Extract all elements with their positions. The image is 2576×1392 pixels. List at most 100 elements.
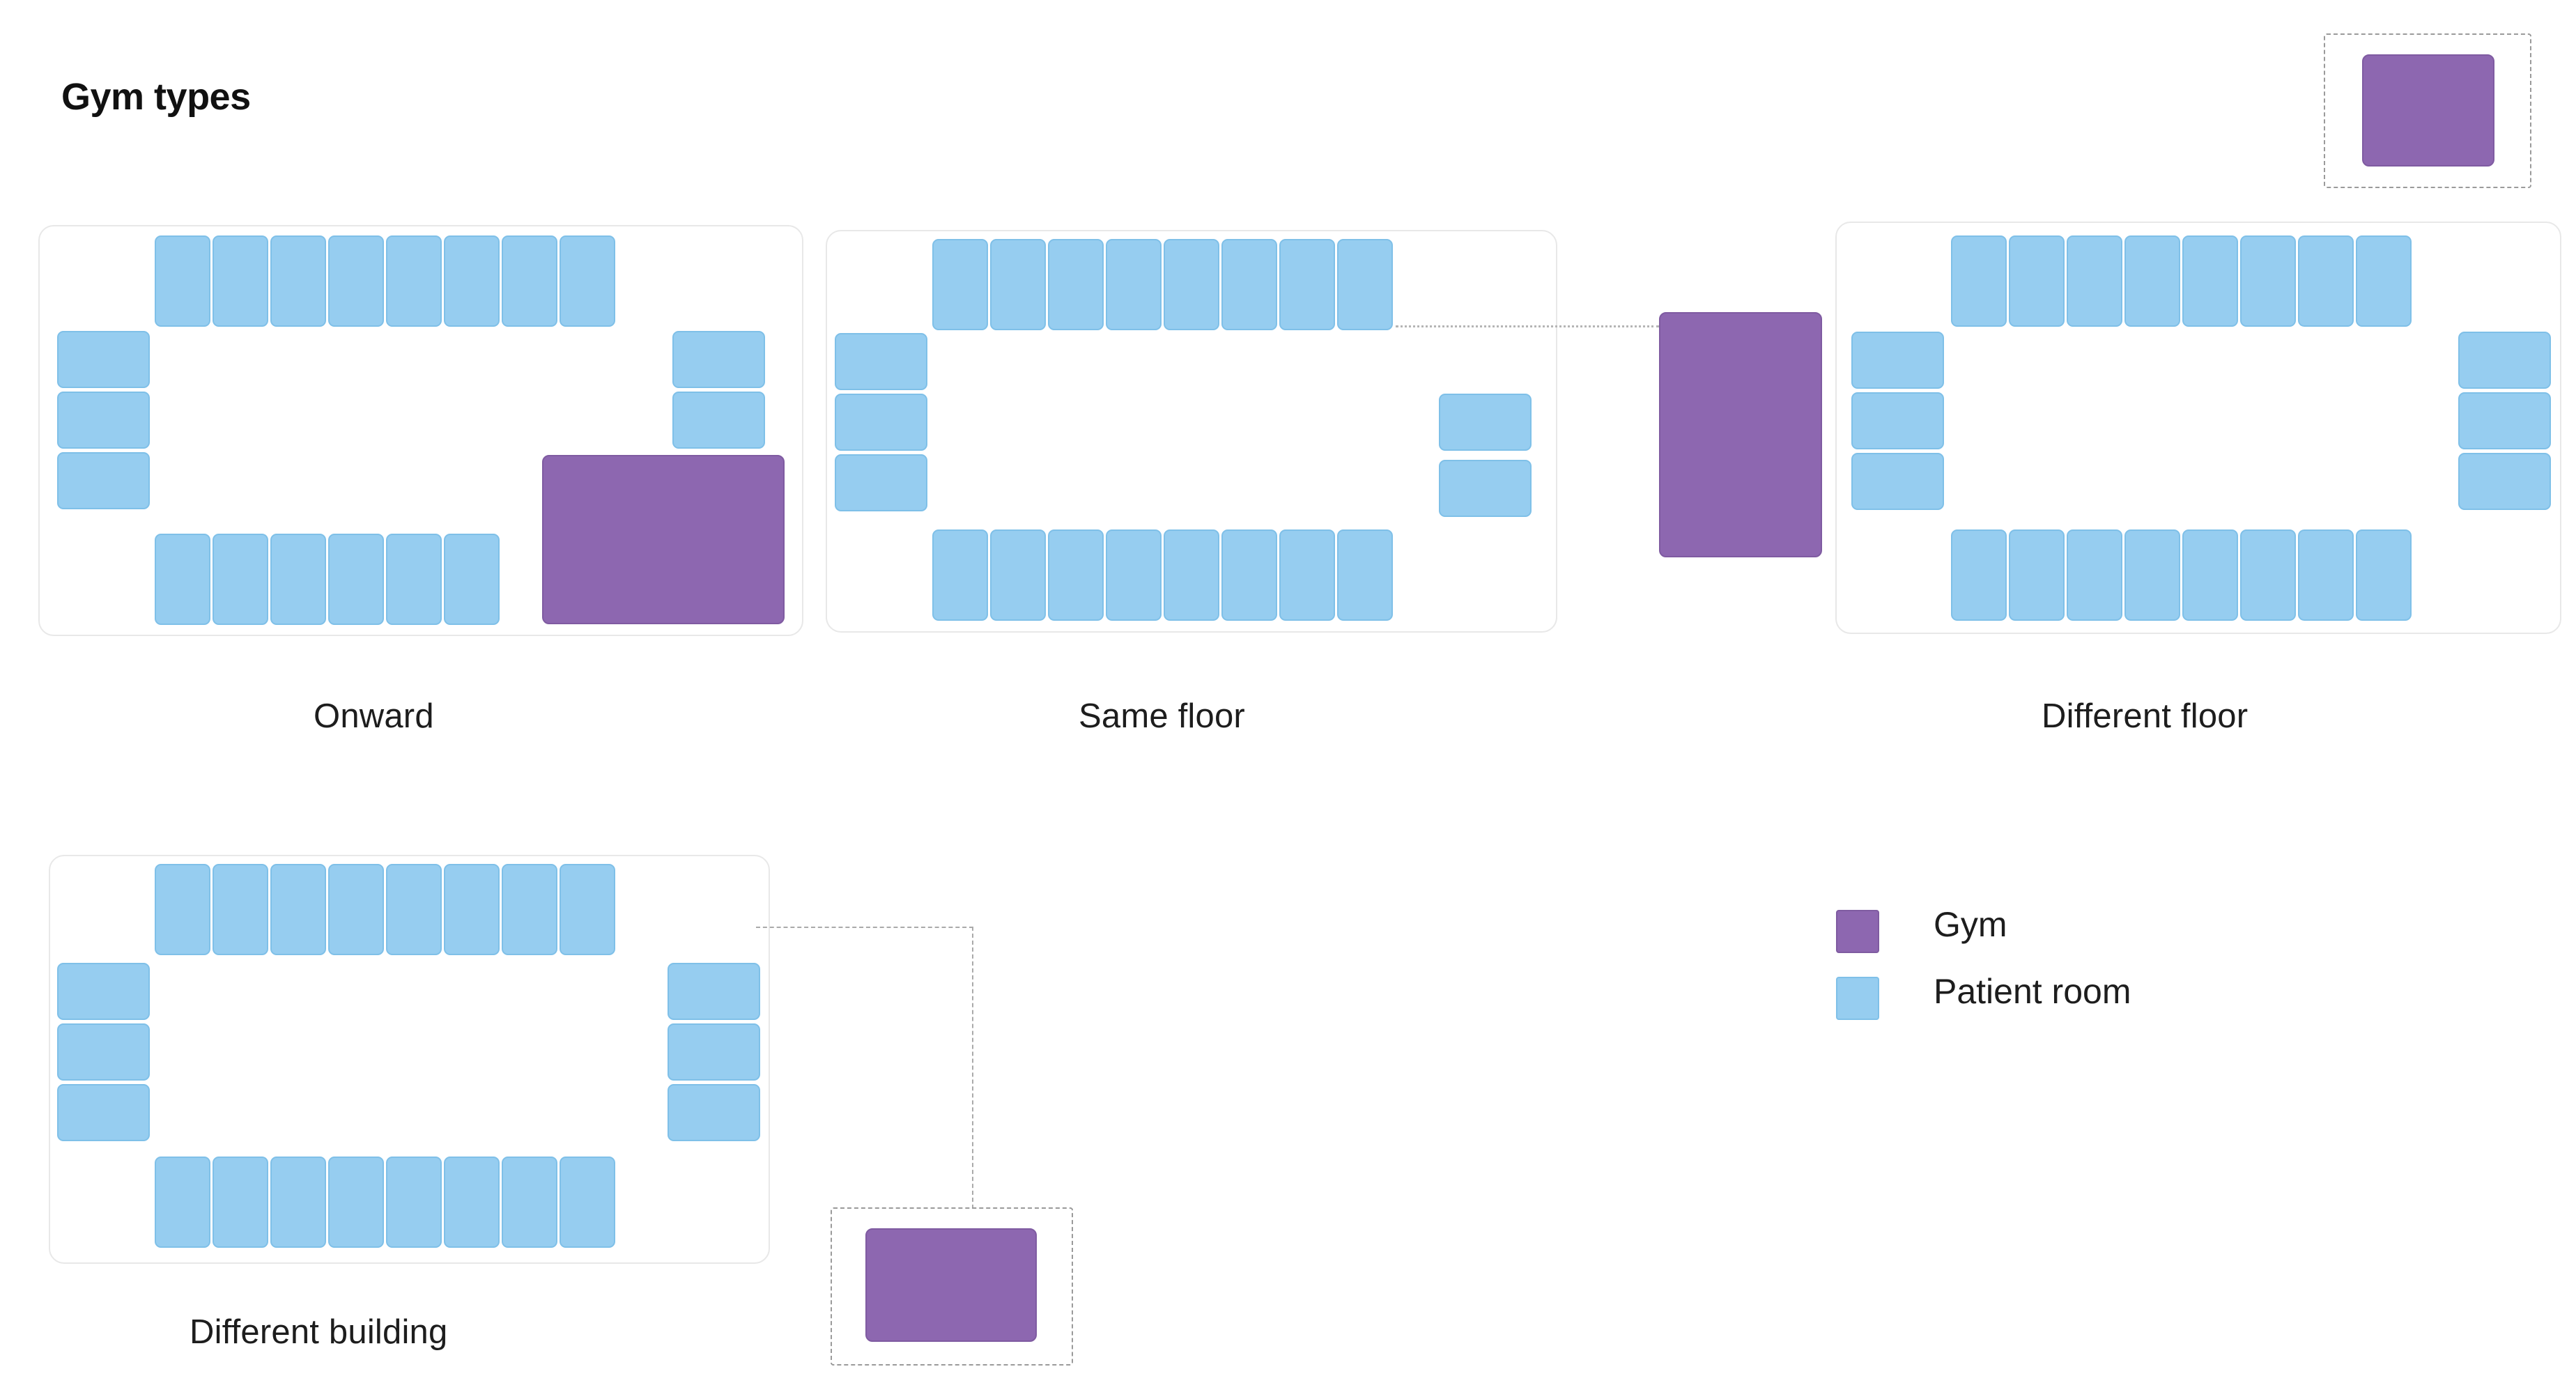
patient-room[interactable] <box>1951 235 2007 327</box>
page-title: Gym types <box>61 76 251 118</box>
patient-room[interactable] <box>502 864 557 955</box>
patient-room[interactable] <box>1048 529 1104 621</box>
patient-room[interactable] <box>1221 239 1277 330</box>
patient-room[interactable] <box>932 239 988 330</box>
patient-room[interactable] <box>155 534 210 625</box>
patient-room[interactable] <box>1164 239 1219 330</box>
patient-room[interactable] <box>835 454 927 511</box>
patient-room[interactable] <box>444 235 500 327</box>
different-building-connector-vertical <box>972 927 973 1209</box>
patient-room[interactable] <box>1221 529 1277 621</box>
same-floor-gym[interactable] <box>1659 312 1822 557</box>
patient-room[interactable] <box>155 235 210 327</box>
patient-room[interactable] <box>328 534 384 625</box>
patient-room[interactable] <box>213 1157 268 1248</box>
patient-room[interactable] <box>386 534 442 625</box>
patient-room[interactable] <box>560 235 615 327</box>
patient-room[interactable] <box>2124 529 2180 621</box>
patient-room[interactable] <box>1951 529 2007 621</box>
different-floor-gym[interactable] <box>2362 54 2494 167</box>
patient-room[interactable] <box>668 1023 760 1081</box>
different-building-gym[interactable] <box>865 1228 1037 1342</box>
patient-room[interactable] <box>57 1023 150 1081</box>
patient-room[interactable] <box>213 864 268 955</box>
patient-room[interactable] <box>1851 332 1944 389</box>
patient-room[interactable] <box>386 1157 442 1248</box>
patient-room[interactable] <box>2182 235 2238 327</box>
patient-room[interactable] <box>1279 239 1335 330</box>
caption-different-floor: Different floor <box>2042 697 2249 735</box>
patient-room[interactable] <box>2298 529 2354 621</box>
patient-room[interactable] <box>57 452 150 509</box>
patient-room[interactable] <box>444 864 500 955</box>
patient-room[interactable] <box>1439 460 1532 517</box>
patient-room[interactable] <box>270 864 326 955</box>
patient-room[interactable] <box>1439 394 1532 451</box>
patient-room[interactable] <box>672 392 765 449</box>
legend-swatch-patient-room-icon <box>1836 977 1879 1020</box>
patient-room[interactable] <box>502 1157 557 1248</box>
patient-room[interactable] <box>2240 529 2296 621</box>
patient-room[interactable] <box>57 963 150 1020</box>
patient-room[interactable] <box>2458 332 2551 389</box>
patient-room[interactable] <box>2240 235 2296 327</box>
patient-room[interactable] <box>990 529 1046 621</box>
onward-gym[interactable] <box>542 455 785 624</box>
patient-room[interactable] <box>2067 235 2122 327</box>
patient-room[interactable] <box>1851 453 1944 510</box>
patient-room[interactable] <box>270 235 326 327</box>
patient-room[interactable] <box>990 239 1046 330</box>
patient-room[interactable] <box>1337 239 1393 330</box>
patient-room[interactable] <box>672 331 765 388</box>
patient-room[interactable] <box>2124 235 2180 327</box>
patient-room[interactable] <box>2298 235 2354 327</box>
patient-room[interactable] <box>560 1157 615 1248</box>
patient-room[interactable] <box>213 235 268 327</box>
patient-room[interactable] <box>328 235 384 327</box>
legend-label-gym: Gym <box>1934 905 2007 944</box>
patient-room[interactable] <box>2009 529 2065 621</box>
patient-room[interactable] <box>155 1157 210 1248</box>
patient-room[interactable] <box>1851 392 1944 449</box>
patient-room[interactable] <box>386 235 442 327</box>
patient-room[interactable] <box>328 1157 384 1248</box>
patient-room[interactable] <box>835 333 927 390</box>
patient-room[interactable] <box>270 1157 326 1248</box>
patient-room[interactable] <box>2458 392 2551 449</box>
patient-room[interactable] <box>2356 529 2412 621</box>
patient-room[interactable] <box>560 864 615 955</box>
legend-swatch-gym-icon <box>1836 910 1879 953</box>
patient-room[interactable] <box>57 331 150 388</box>
patient-room[interactable] <box>57 392 150 449</box>
patient-room[interactable] <box>932 529 988 621</box>
caption-different-building: Different building <box>190 1313 448 1351</box>
patient-room[interactable] <box>444 1157 500 1248</box>
different-building-connector-horizontal <box>756 927 973 928</box>
patient-room[interactable] <box>270 534 326 625</box>
patient-room[interactable] <box>2356 235 2412 327</box>
patient-room[interactable] <box>502 235 557 327</box>
different-building-gym-container <box>831 1207 1073 1366</box>
patient-room[interactable] <box>155 864 210 955</box>
patient-room[interactable] <box>2182 529 2238 621</box>
patient-room[interactable] <box>2009 235 2065 327</box>
patient-room[interactable] <box>213 534 268 625</box>
patient-room[interactable] <box>444 534 500 625</box>
patient-room[interactable] <box>1337 529 1393 621</box>
patient-room[interactable] <box>1279 529 1335 621</box>
patient-room[interactable] <box>2458 453 2551 510</box>
caption-same-floor: Same floor <box>1079 697 1245 735</box>
patient-room[interactable] <box>1106 239 1162 330</box>
patient-room[interactable] <box>1106 529 1162 621</box>
patient-room[interactable] <box>1164 529 1219 621</box>
patient-room[interactable] <box>328 864 384 955</box>
patient-room[interactable] <box>668 1084 760 1141</box>
patient-room[interactable] <box>835 394 927 451</box>
patient-room[interactable] <box>386 864 442 955</box>
same-floor-gym-connector <box>1396 325 1659 327</box>
patient-room[interactable] <box>2067 529 2122 621</box>
patient-room[interactable] <box>1048 239 1104 330</box>
patient-room[interactable] <box>57 1084 150 1141</box>
patient-room[interactable] <box>668 963 760 1020</box>
